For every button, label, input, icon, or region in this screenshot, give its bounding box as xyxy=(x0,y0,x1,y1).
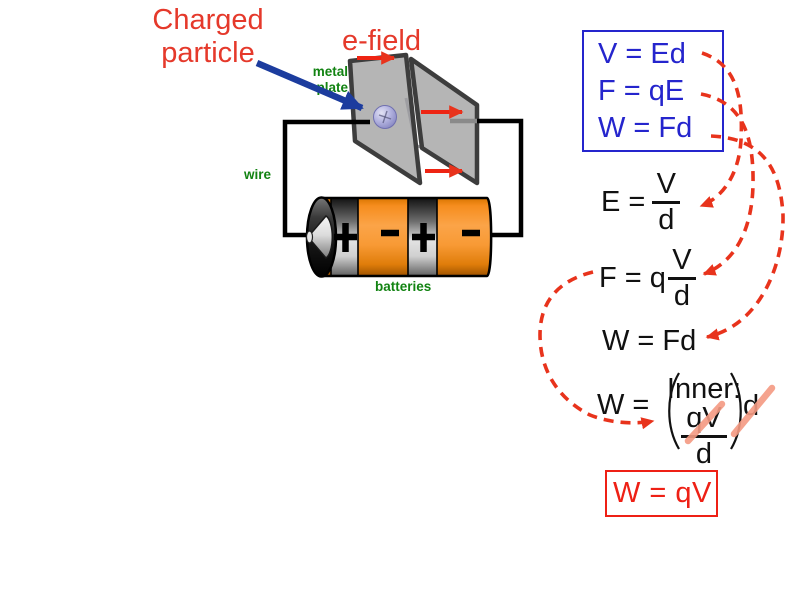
metal-plate-label: metal plate xyxy=(312,64,348,95)
fraction-numerator: qV xyxy=(686,402,722,434)
right-plate-outline xyxy=(408,56,480,186)
equation-f-qe: F = qE xyxy=(598,75,685,107)
equation-lhs: F = q xyxy=(599,261,666,294)
capacitor-plates xyxy=(347,52,480,186)
plus-symbol-2 xyxy=(412,223,435,252)
dashed-arrow-wfd-to-wfd xyxy=(705,134,785,341)
battery-end-cap xyxy=(305,196,338,278)
equation-w-equals-fd: W = Fd xyxy=(602,325,697,357)
charged-particle-sphere xyxy=(373,105,397,129)
battery-body xyxy=(321,196,493,278)
equation-w-fd: W = Fd xyxy=(598,112,693,144)
charged-particle-label: Charged particle xyxy=(152,4,264,69)
left-plate-face xyxy=(350,55,420,183)
fraction: V d xyxy=(652,168,681,236)
fraction-denominator: d xyxy=(658,203,675,236)
given-equations-box: V = Ed F = qE W = Fd xyxy=(582,30,724,152)
battery-terminal-cone xyxy=(307,215,334,259)
fraction-denominator: d xyxy=(673,279,690,312)
plate-thickness-highlight xyxy=(404,97,423,149)
circuit-wire-left xyxy=(282,119,370,238)
fraction: V d xyxy=(667,244,696,312)
batteries-label: batteries xyxy=(375,279,432,294)
equation-w-equals-qv: W = qV xyxy=(613,477,712,509)
equation-w-expanded-multiplier: d xyxy=(743,390,760,422)
equation-w-expanded-lhs: W = xyxy=(597,389,650,421)
plus-symbol-1 xyxy=(334,223,357,252)
equation-f-equals-qv-over-d: F = q V d xyxy=(599,246,696,311)
equation-e-equals-v-over-d: E = V d xyxy=(601,168,681,236)
fraction-bar xyxy=(652,201,681,204)
right-plate-face xyxy=(411,59,477,183)
result-equation-box: W = qV xyxy=(605,470,718,517)
fraction-numerator: V xyxy=(656,168,677,200)
fraction-denominator: d xyxy=(695,437,713,470)
fraction-bar xyxy=(667,277,696,280)
equation-v-ed: V = Ed xyxy=(598,38,686,70)
battery-terminal-band-1 xyxy=(330,197,359,277)
left-plate-outline xyxy=(347,52,423,186)
fraction-numerator: V xyxy=(672,244,692,276)
battery-polarity-symbols xyxy=(334,223,480,252)
equation-lhs: E = xyxy=(601,185,646,218)
e-field-label: e-field xyxy=(342,25,421,57)
battery-terminal-band-2 xyxy=(407,197,438,277)
e-field-arrows xyxy=(357,51,464,178)
battery-terminal-tip xyxy=(305,230,314,244)
circuit-wire-right xyxy=(477,118,524,238)
equation-w-expanded-fraction: Inner: qV d xyxy=(666,373,742,470)
batteries xyxy=(305,196,493,278)
wire-label: wire xyxy=(244,167,272,182)
